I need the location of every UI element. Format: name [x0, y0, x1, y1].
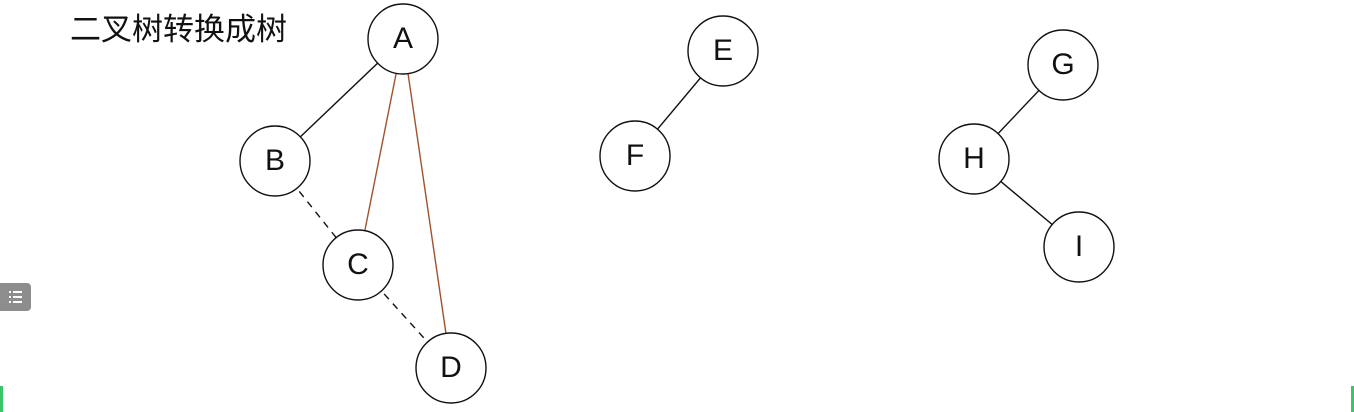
node-label: B	[265, 144, 285, 177]
node-circle	[687, 15, 759, 87]
edge-a-c	[357, 38, 404, 266]
node-circle	[239, 125, 311, 197]
menu-button[interactable]	[0, 283, 31, 311]
node-i: I	[1043, 211, 1115, 283]
node-c: C	[322, 229, 394, 301]
node-f: F	[599, 120, 671, 192]
node-label: G	[1051, 48, 1074, 81]
nodes-layer: A B C D E F G H I	[239, 3, 1115, 404]
node-h: H	[938, 123, 1010, 195]
edge-a-d	[402, 38, 452, 369]
node-circle	[415, 332, 487, 404]
list-icon	[9, 291, 22, 303]
node-b: B	[239, 125, 311, 197]
node-circle	[322, 229, 394, 301]
left-edge-marker	[0, 386, 3, 412]
node-label: E	[713, 34, 733, 67]
node-g: G	[1027, 29, 1099, 101]
node-label: D	[440, 351, 462, 384]
node-e: E	[687, 15, 759, 87]
node-circle	[367, 3, 439, 75]
right-edge-marker	[1351, 386, 1354, 412]
node-label: A	[393, 22, 413, 55]
node-label: F	[626, 139, 644, 172]
node-circle	[938, 123, 1010, 195]
node-a: A	[367, 3, 439, 75]
node-label: H	[963, 142, 985, 175]
node-label: C	[347, 248, 369, 281]
edges-layer	[274, 38, 1080, 369]
node-circle	[1027, 29, 1099, 101]
node-label: I	[1075, 230, 1083, 263]
node-circle	[599, 120, 671, 192]
node-d: D	[415, 332, 487, 404]
diagram-title: 二叉树转换成树	[70, 12, 287, 48]
edge-c-d	[357, 264, 452, 369]
node-circle	[1043, 211, 1115, 283]
